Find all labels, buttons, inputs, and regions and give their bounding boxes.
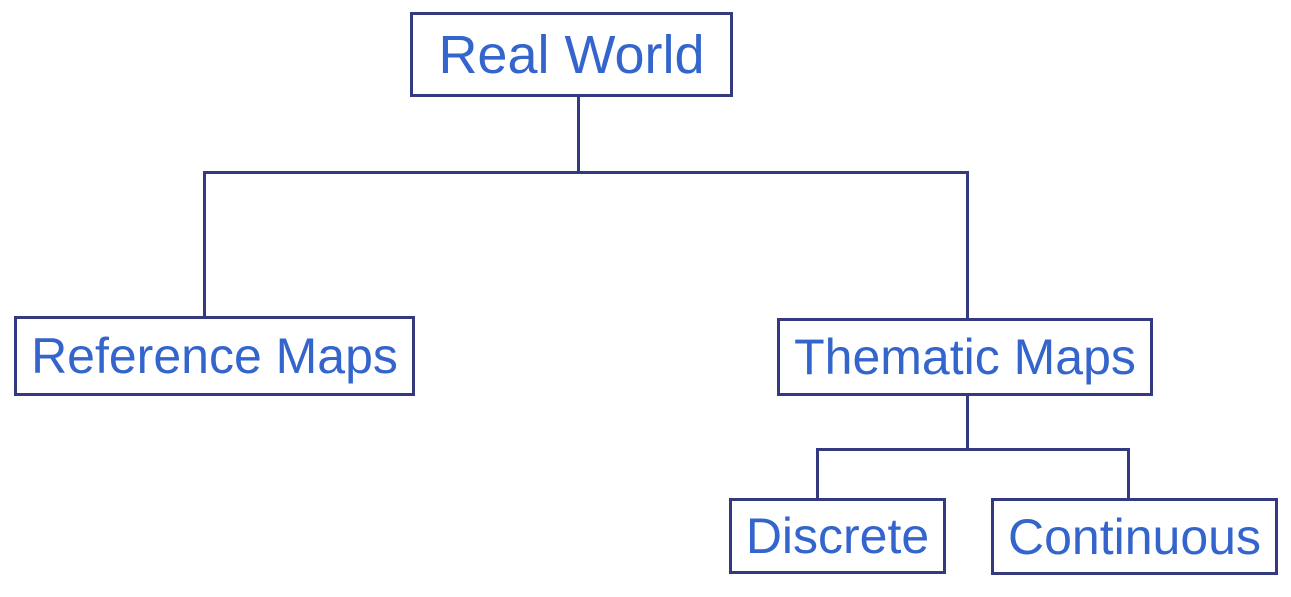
node-reference-maps: Reference Maps xyxy=(14,316,415,396)
node-thematic-maps-label: Thematic Maps xyxy=(794,329,1136,385)
node-discrete: Discrete xyxy=(729,498,946,574)
connector-root-stem xyxy=(577,97,580,174)
node-real-world-label: Real World xyxy=(438,24,705,85)
node-continuous: Continuous xyxy=(991,498,1278,575)
connector-drop-discrete xyxy=(816,448,819,498)
connector-drop-thematic-maps xyxy=(966,171,969,318)
connector-drop-reference-maps xyxy=(203,171,206,316)
node-real-world: Real World xyxy=(410,12,733,97)
connector-thematic-stem xyxy=(966,396,969,451)
node-reference-maps-label: Reference Maps xyxy=(31,328,398,384)
connector-top-horizontal xyxy=(203,171,969,174)
node-continuous-label: Continuous xyxy=(1008,508,1261,565)
connector-drop-continuous xyxy=(1127,448,1130,498)
node-thematic-maps: Thematic Maps xyxy=(777,318,1153,396)
connector-bottom-horizontal xyxy=(816,448,1130,451)
node-discrete-label: Discrete xyxy=(745,508,930,564)
